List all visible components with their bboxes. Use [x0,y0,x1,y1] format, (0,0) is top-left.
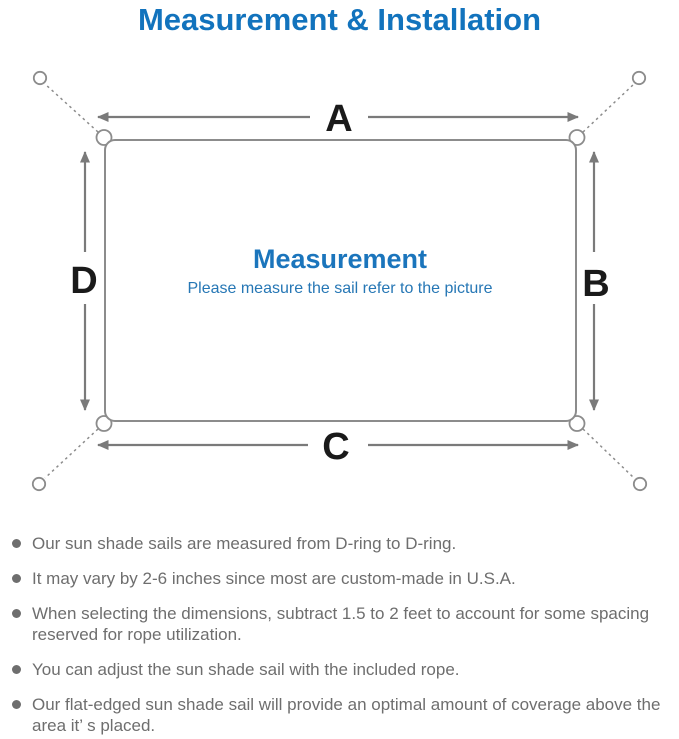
d-ring-bottom-right [568,415,586,432]
list-item: Our sun shade sails are measured from D-… [12,533,671,554]
anchor-point-top-right [631,70,647,86]
sail-outline [104,139,577,422]
dimension-label-a: A [325,98,352,140]
rope-dashed-line-bottom-right [582,428,635,479]
bullet-dot-icon [12,700,21,709]
dimension-label-c: C [322,426,349,468]
dimension-label-b: B [582,263,609,305]
list-item-text: Our flat-edged sun shade sail will provi… [32,695,661,735]
bullet-dot-icon [12,609,21,618]
bullet-dot-icon [12,574,21,583]
d-ring-bottom-left [95,415,113,432]
anchor-point-bottom-left [31,476,47,492]
list-item: When selecting the dimensions, subtract … [12,603,671,645]
list-item: Our flat-edged sun shade sail will provi… [12,694,671,736]
dimension-label-d: D [70,260,97,302]
sail-measurement-diagram: A C D B Measurement Please measure the s… [31,70,648,492]
list-item-text: Our sun shade sails are measured from D-… [32,534,457,553]
bullet-dot-icon [12,539,21,548]
rope-dashed-line-top-right [582,83,635,133]
bullet-dot-icon [12,665,21,674]
anchor-point-top-left [32,70,48,86]
page-title: Measurement & Installation [137,2,542,37]
anchor-point-bottom-right [632,476,648,492]
list-item-text: You can adjust the sun shade sail with t… [32,660,460,679]
d-ring-top-right [568,129,586,146]
rope-dashed-line-top-left [44,83,99,133]
list-item-text: When selecting the dimensions, subtract … [32,604,650,644]
diagram-center-heading: Measurement [253,244,427,274]
list-item: It may vary by 2-6 inches since most are… [12,568,671,589]
instruction-list: Our sun shade sails are measured from D-… [12,533,671,739]
diagram-center-subtitle: Please measure the sail refer to the pic… [187,280,492,297]
list-item: You can adjust the sun shade sail with t… [12,659,671,680]
list-item-text: It may vary by 2-6 inches since most are… [32,569,516,588]
d-ring-top-left [95,129,113,146]
rope-dashed-line-bottom-left [44,428,99,479]
